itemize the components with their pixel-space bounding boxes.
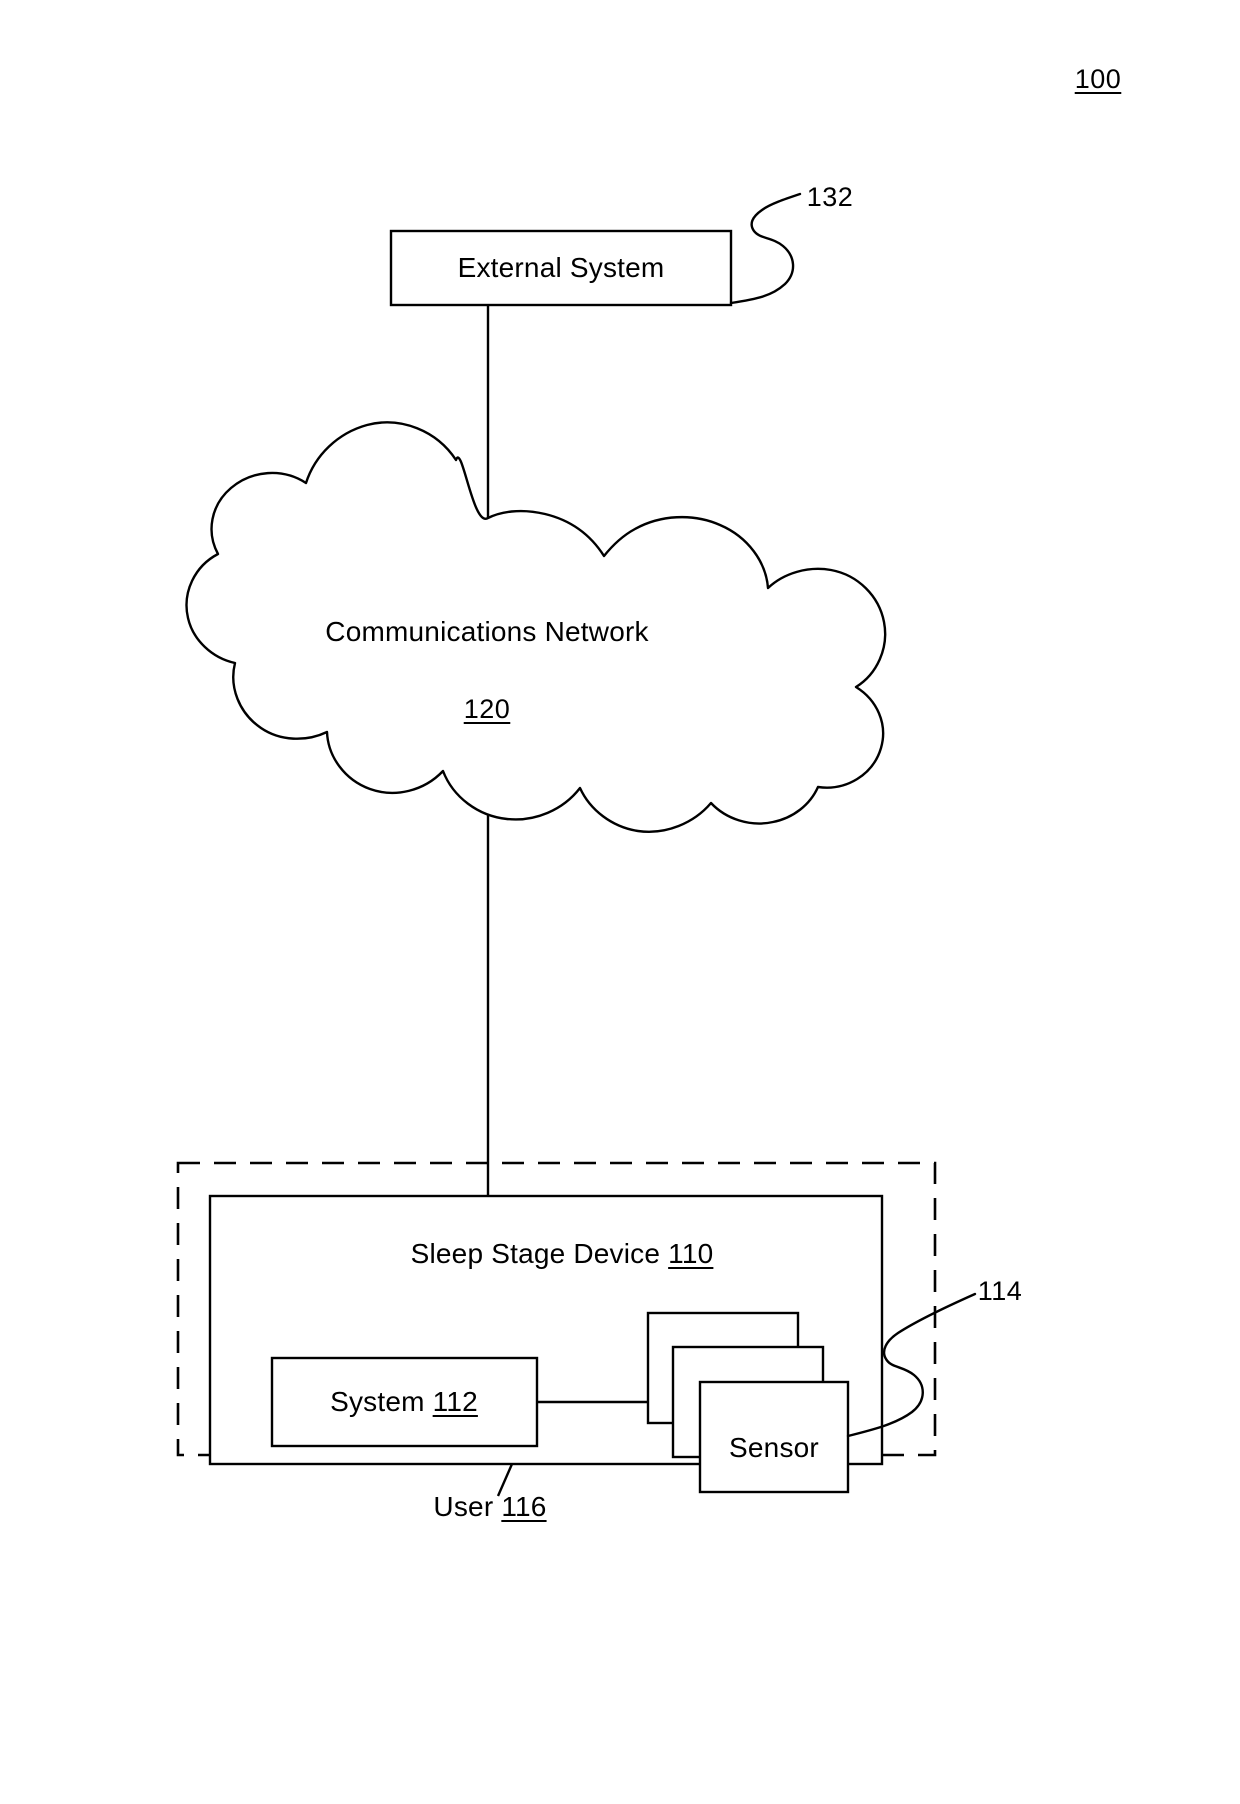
sleep-stage-device-ref: 110 <box>668 1238 714 1269</box>
ref-label-120: 120 <box>464 696 511 723</box>
ref-label-114: 114 <box>977 1276 1023 1306</box>
leader-line-114 <box>846 1292 977 1438</box>
sensor-box-front <box>698 1380 850 1494</box>
connector-user-label-tick <box>496 1463 514 1497</box>
communications-network-cloud <box>185 421 887 833</box>
communications-network-label: Communications Network <box>325 616 649 647</box>
ref-label-120-value: 120 <box>463 694 511 724</box>
system-label-text: System <box>330 1386 425 1417</box>
system-ref: 112 <box>432 1386 478 1417</box>
sleep-stage-device-label: Sleep Stage Device 110 <box>411 1240 714 1268</box>
leader-line-132 <box>729 192 802 305</box>
ref-label-132: 132 <box>806 182 854 212</box>
user-boundary-dashed-box <box>176 1161 937 1457</box>
figure-number-value: 100 <box>1074 64 1122 94</box>
user-label: User 116 <box>433 1493 546 1521</box>
system-box <box>270 1356 539 1448</box>
system-label: System 112 <box>330 1388 478 1416</box>
user-label-text: User <box>433 1491 494 1522</box>
sensor-label: Sensor <box>729 1432 819 1463</box>
external-system-box <box>389 229 733 307</box>
figure-number-label: 100 <box>1075 66 1122 93</box>
sleep-stage-device-label-text: Sleep Stage Device <box>410 1238 661 1269</box>
user-ref: 116 <box>501 1491 547 1522</box>
external-system-label: External System <box>457 252 665 283</box>
